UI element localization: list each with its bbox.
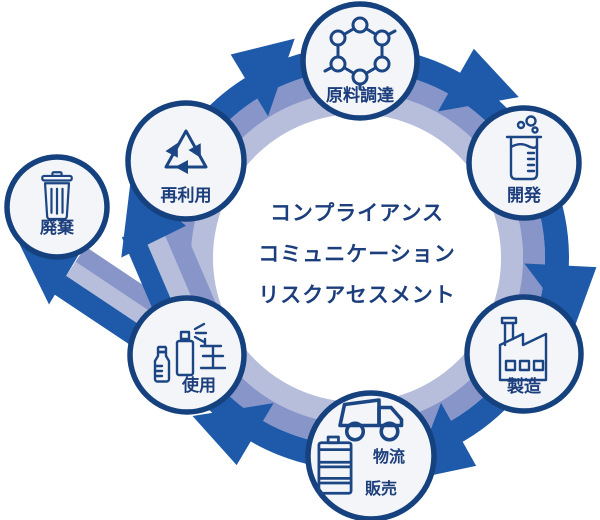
spray-can-icon — [175, 322, 208, 377]
structure-icon — [199, 337, 227, 370]
bubbles-icon — [516, 115, 539, 134]
node-circle — [466, 105, 582, 221]
center-line-communication: コミュニケーション — [258, 243, 456, 266]
center-line-compliance: コンプライアンス — [270, 202, 444, 225]
beaker-icon — [505, 115, 543, 181]
node-circle — [127, 295, 247, 415]
node-circle — [305, 390, 437, 520]
node-label: 使用 — [181, 375, 216, 395]
arrowhead-to-raw-materials — [230, 38, 295, 117]
recycle-icon — [164, 129, 208, 174]
node-use: 使用 — [127, 295, 247, 415]
center-line-risk-assessment: リスクアセスメント — [258, 284, 456, 307]
bottle-icon — [153, 345, 171, 383]
node-circle — [125, 100, 247, 222]
node-label: 再利用 — [161, 185, 212, 205]
arrowhead-to-use — [192, 403, 274, 466]
factory-icon — [498, 316, 548, 382]
node-raw-material-procurement: 原料調達 — [300, 1, 420, 121]
drum-icon — [317, 435, 353, 495]
molecule-icon — [323, 16, 397, 91]
node-label: 販売 — [365, 479, 397, 498]
arrowhead-to-development — [437, 48, 519, 112]
node-label: 製造 — [506, 376, 542, 396]
node-circle — [464, 294, 584, 414]
truck-icon — [338, 398, 404, 442]
ring-arrowheads — [192, 38, 597, 480]
up-arrowhead — [121, 181, 186, 258]
center-text-block: コンプライアンス コミュニケーション リスクアセスメント — [258, 202, 456, 307]
node-disposal: 廃棄 — [4, 154, 110, 260]
node-circle — [300, 1, 420, 121]
trash-icon — [41, 171, 73, 221]
node-development: 開発 — [466, 105, 582, 221]
node-manufacturing: 製造 — [464, 294, 584, 414]
node-reuse: 再利用 — [125, 100, 247, 222]
arrowhead-to-manufacturing — [524, 263, 597, 330]
node-label: 開発 — [507, 185, 542, 205]
node-label: 物流 — [373, 447, 405, 466]
node-label: 廃棄 — [40, 217, 75, 237]
node-logistics-sales: 物流 販売 — [305, 390, 437, 520]
node-label: 原料調達 — [326, 85, 394, 105]
